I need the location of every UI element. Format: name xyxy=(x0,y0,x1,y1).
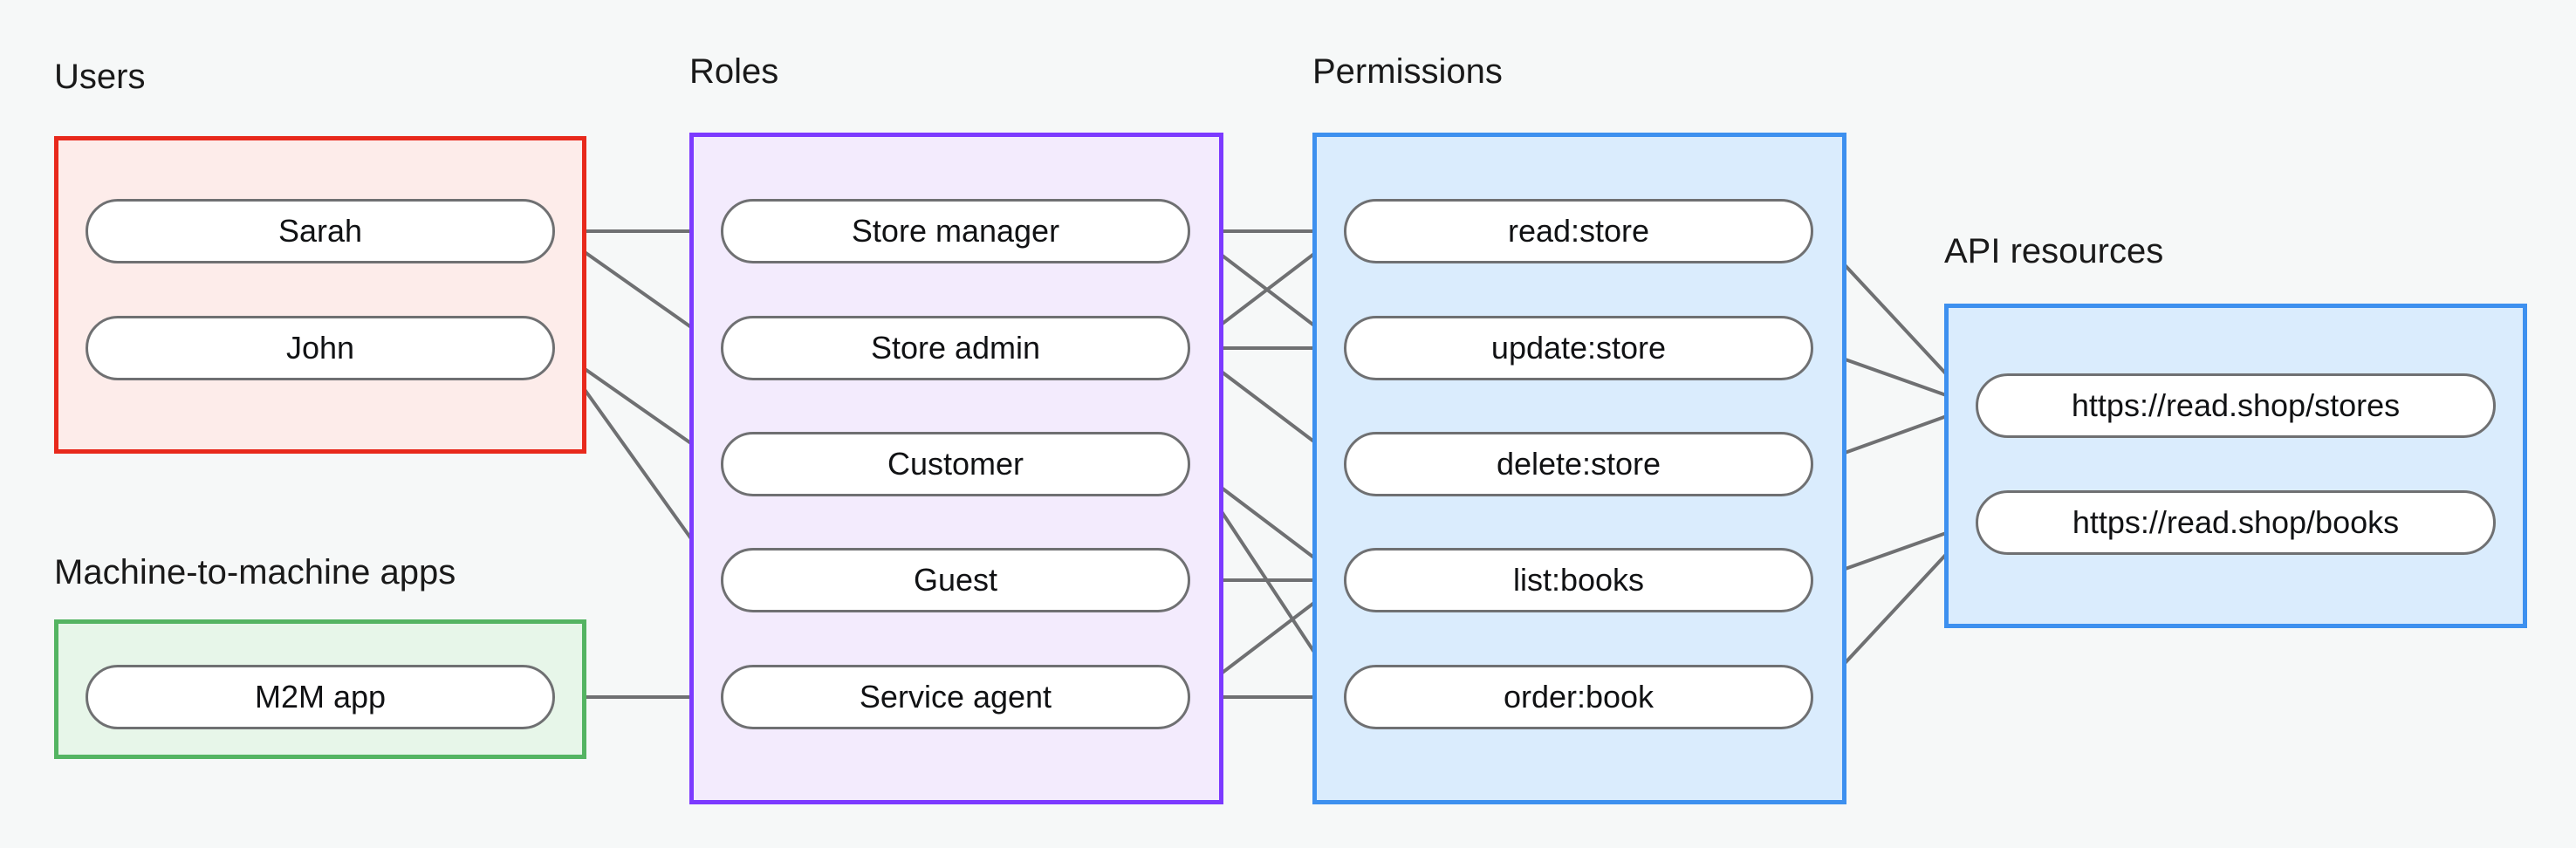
node-user-john[interactable]: John xyxy=(86,316,555,380)
node-label: https://read.shop/books xyxy=(2072,504,2400,540)
node-label: M2M app xyxy=(254,679,387,715)
node-label: delete:store xyxy=(1496,446,1661,482)
node-api-stores[interactable]: https://read.shop/stores xyxy=(1976,373,2496,438)
group-label-api-resources: API resources xyxy=(1944,232,2164,270)
node-perm-update-store[interactable]: update:store xyxy=(1344,316,1813,380)
node-label: order:book xyxy=(1503,679,1655,715)
group-label-users: Users xyxy=(54,58,146,96)
node-label: https://read.shop/stores xyxy=(2071,387,2401,423)
group-box-users xyxy=(54,136,586,454)
node-perm-order-book[interactable]: order:book xyxy=(1344,665,1813,729)
node-label: read:store xyxy=(1507,213,1650,249)
node-label: update:store xyxy=(1490,330,1667,366)
node-perm-read-store[interactable]: read:store xyxy=(1344,199,1813,263)
node-label: Store manager xyxy=(851,213,1060,249)
node-label: Store admin xyxy=(870,330,1041,366)
node-m2m-app[interactable]: M2M app xyxy=(86,665,555,729)
group-box-api-resources xyxy=(1944,304,2527,628)
node-perm-list-books[interactable]: list:books xyxy=(1344,548,1813,612)
node-role-store-manager[interactable]: Store manager xyxy=(721,199,1190,263)
group-label-permissions: Permissions xyxy=(1312,52,1503,91)
node-perm-delete-store[interactable]: delete:store xyxy=(1344,432,1813,496)
node-label: Guest xyxy=(913,562,998,598)
node-label: Service agent xyxy=(859,679,1052,715)
node-label: John xyxy=(285,330,355,366)
node-role-service-agent[interactable]: Service agent xyxy=(721,665,1190,729)
node-label: Customer xyxy=(887,446,1024,482)
group-label-m2m: Machine-to-machine apps xyxy=(54,553,456,592)
node-role-store-admin[interactable]: Store admin xyxy=(721,316,1190,380)
node-label: list:books xyxy=(1512,562,1645,598)
node-role-customer[interactable]: Customer xyxy=(721,432,1190,496)
node-role-guest[interactable]: Guest xyxy=(721,548,1190,612)
node-user-sarah[interactable]: Sarah xyxy=(86,199,555,263)
node-label: Sarah xyxy=(277,213,363,249)
group-label-roles: Roles xyxy=(689,52,779,91)
node-api-books[interactable]: https://read.shop/books xyxy=(1976,490,2496,555)
